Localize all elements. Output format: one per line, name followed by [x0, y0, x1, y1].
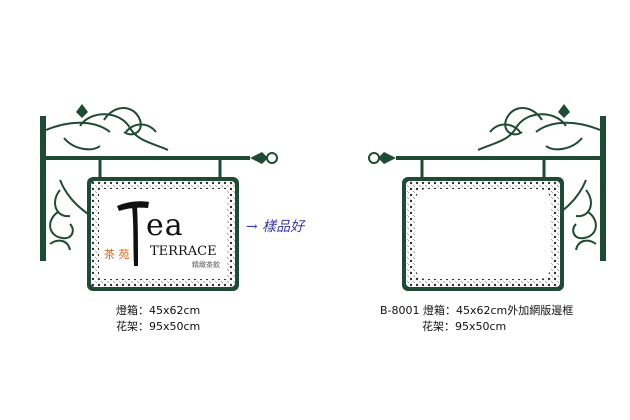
- left-caption-bracket: 花架：95x50cm: [116, 320, 201, 333]
- logo-english-name: TERRACE: [150, 244, 217, 259]
- right-caption-bracket: 花架：95x50cm: [422, 320, 507, 333]
- logo-tagline: 精緻茶飲: [192, 261, 220, 269]
- logo-chinese-name: 茶 苑: [104, 248, 130, 261]
- handwritten-note: → 樣品好: [246, 219, 305, 235]
- logo-brand-word: ea: [146, 208, 184, 243]
- left-caption-lightbox: 燈箱：45x62cm: [116, 304, 201, 317]
- logo-brush-t-icon: [117, 201, 149, 266]
- right-sign-box: [402, 177, 564, 291]
- right-caption-lightbox: B-8001 燈箱：45x62cm外加網版邊框: [380, 304, 574, 317]
